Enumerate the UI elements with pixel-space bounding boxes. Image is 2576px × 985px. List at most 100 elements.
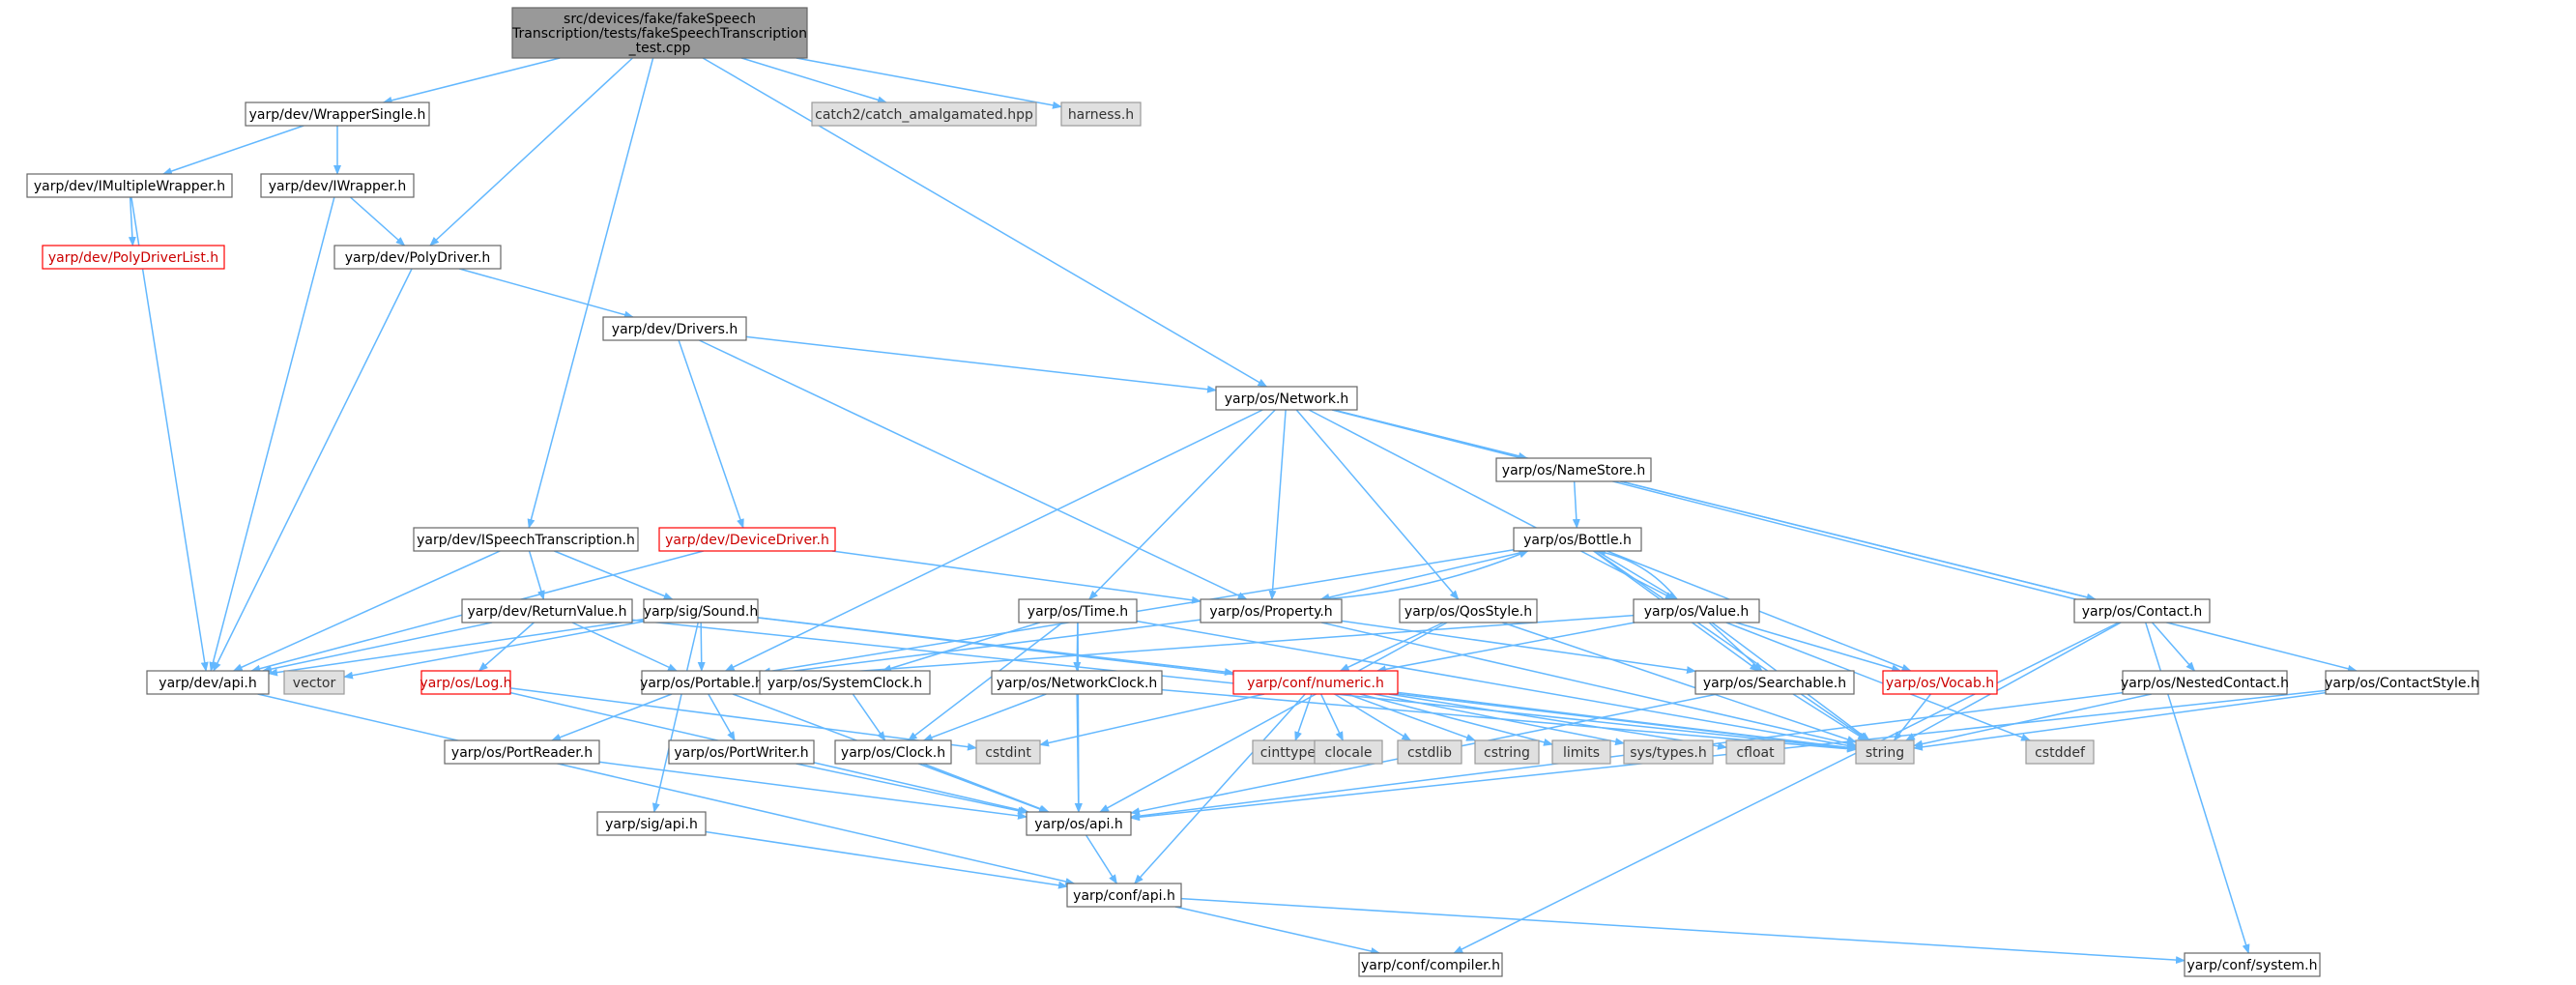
node-value[interactable]: yarp/os/Value.h	[1633, 598, 1760, 623]
node-label: cstdint	[985, 745, 1031, 761]
edge-numeric-to-cinttypes	[1294, 693, 1313, 741]
node-label: clocale	[1325, 745, 1373, 761]
node-label: yarp/os/Vocab.h	[1886, 676, 1994, 691]
node-box	[1623, 739, 1714, 765]
edge-network-to-portable	[724, 409, 1263, 672]
node-contact[interactable]: yarp/os/Contact.h	[2073, 598, 2211, 623]
edge-bottle-to-property	[1319, 550, 1528, 601]
edge-bottle-to-portable	[761, 549, 1515, 676]
edge-clock-to-osapi	[922, 763, 1050, 813]
node-imultiplewrapper[interactable]: yarp/dev/IMultipleWrapper.h	[26, 173, 233, 198]
node-box	[1200, 598, 1343, 623]
node-bottle[interactable]: yarp/os/Bottle.h	[1513, 527, 1642, 552]
node-portable[interactable]: yarp/os/Portable.h	[640, 670, 764, 695]
edge-sigapi-to-confapi	[705, 830, 1068, 889]
node-nestedcontact[interactable]: yarp/os/NestedContact.h	[2121, 670, 2289, 695]
node-string: string	[1855, 739, 1915, 765]
node-box	[461, 598, 633, 623]
node-iwrapper[interactable]: yarp/dev/IWrapper.h	[260, 173, 415, 198]
node-label: Transcription/tests/fakeSpeechTranscript…	[511, 26, 807, 42]
node-label: yarp/os/Time.h	[1028, 604, 1128, 620]
edge-network-to-time	[1088, 409, 1276, 600]
node-label: yarp/os/api.h	[1034, 817, 1122, 832]
node-ispeech[interactable]: yarp/dev/ISpeechTranscription.h	[413, 527, 639, 552]
edge-portwriter-to-osapi	[796, 763, 1028, 815]
node-property[interactable]: yarp/os/Property.h	[1200, 598, 1343, 623]
node-clock[interactable]: yarp/os/Clock.h	[834, 739, 952, 765]
edge-iwrapper-to-devapi	[209, 196, 335, 672]
node-label: sys/types.h	[1630, 745, 1706, 761]
node-log[interactable]: yarp/os/Log.h	[420, 670, 512, 695]
node-returnvalue[interactable]: yarp/dev/ReturnValue.h	[461, 598, 633, 623]
node-devapi[interactable]: yarp/dev/api.h	[146, 670, 270, 695]
node-label: yarp/os/NetworkClock.h	[997, 676, 1158, 691]
node-contactstyle[interactable]: yarp/os/ContactStyle.h	[2325, 670, 2479, 695]
node-cstddef: cstddef	[2025, 739, 2095, 765]
edge-numeric-to-clocale	[1319, 693, 1345, 741]
node-network[interactable]: yarp/os/Network.h	[1215, 386, 1358, 411]
node-vocab[interactable]: yarp/os/Vocab.h	[1882, 670, 1998, 695]
node-label: yarp/os/Property.h	[1209, 604, 1332, 620]
node-box	[413, 527, 639, 552]
node-label: yarp/conf/system.h	[2187, 958, 2318, 973]
edge-sound-to-devapi	[268, 618, 645, 677]
edge-nestedcontact-to-string	[1913, 693, 2152, 748]
node-qosstyle[interactable]: yarp/os/QosStyle.h	[1399, 598, 1538, 623]
edge-drivers-to-network	[745, 335, 1217, 393]
node-box	[641, 670, 763, 695]
node-box	[245, 101, 430, 127]
node-sound[interactable]: yarp/sig/Sound.h	[643, 598, 759, 623]
edge-time-to-systemclock	[882, 622, 1041, 673]
node-sigapi[interactable]: yarp/sig/api.h	[596, 811, 707, 836]
node-systemclock[interactable]: yarp/os/SystemClock.h	[759, 670, 931, 695]
node-label: yarp/os/SystemClock.h	[767, 676, 922, 691]
edge-log-to-cstdint	[509, 687, 977, 751]
node-cstdlib: cstdlib	[1397, 739, 1462, 765]
edge-drivers-to-property	[699, 339, 1248, 600]
node-label: yarp/os/PortWriter.h	[674, 745, 808, 761]
node-polydriverlist[interactable]: yarp/dev/PolyDriverList.h	[42, 245, 225, 270]
node-devicedriver[interactable]: yarp/dev/DeviceDriver.h	[658, 527, 836, 552]
node-harness: harness.h	[1060, 101, 1142, 127]
edge-devicedriver-to-property	[831, 550, 1201, 604]
node-namestore[interactable]: yarp/os/NameStore.h	[1495, 457, 1652, 482]
node-portwriter[interactable]: yarp/os/PortWriter.h	[668, 739, 815, 765]
node-time[interactable]: yarp/os/Time.h	[1018, 598, 1138, 623]
node-root[interactable]: src/devices/fake/fakeSpeechTranscription…	[511, 7, 808, 59]
node-portreader[interactable]: yarp/os/PortReader.h	[444, 739, 600, 765]
node-compiler[interactable]: yarp/conf/compiler.h	[1358, 952, 1503, 977]
node-label: yarp/os/NestedContact.h	[2121, 676, 2289, 691]
node-wrappersingle[interactable]: yarp/dev/WrapperSingle.h	[245, 101, 430, 127]
node-box	[1060, 101, 1142, 127]
edge-returnvalue-to-devapi	[261, 622, 493, 674]
node-numeric[interactable]: yarp/conf/numeric.h	[1232, 670, 1399, 695]
node-box	[511, 7, 808, 59]
node-label: cinttypes	[1260, 745, 1323, 761]
node-networkclock[interactable]: yarp/os/NetworkClock.h	[991, 670, 1163, 695]
node-drivers[interactable]: yarp/dev/Drivers.h	[602, 316, 747, 341]
node-limits: limits	[1551, 739, 1611, 765]
node-label: yarp/dev/WrapperSingle.h	[249, 107, 426, 123]
edge-drivers-to-devicedriver	[678, 339, 744, 529]
edge-value-to-cstddef	[1725, 622, 2032, 741]
node-polydriver[interactable]: yarp/dev/PolyDriver.h	[333, 245, 502, 270]
edge-namestore-to-contact	[1620, 480, 2097, 601]
node-box	[1882, 670, 1998, 695]
node-system[interactable]: yarp/conf/system.h	[2184, 952, 2321, 977]
node-label: yarp/sig/Sound.h	[644, 604, 758, 620]
edge-property-to-bottle	[1320, 550, 1529, 600]
node-label: cfloat	[1736, 745, 1775, 761]
edge-networkclock-to-string	[1161, 688, 1857, 753]
node-confapi[interactable]: yarp/conf/api.h	[1066, 883, 1182, 908]
edge-root-to-network	[702, 57, 1268, 388]
edge-value-to-searchable	[1708, 622, 1763, 672]
node-box	[283, 670, 345, 695]
node-cfloat: cfloat	[1725, 739, 1785, 765]
edge-network-to-contactstyle	[1331, 409, 2358, 673]
node-label: yarp/os/ContactStyle.h	[2325, 676, 2479, 691]
node-searchable[interactable]: yarp/os/Searchable.h	[1694, 670, 1855, 695]
node-cstring: cstring	[1474, 739, 1540, 765]
node-osapi[interactable]: yarp/os/api.h	[1026, 811, 1132, 836]
node-label: yarp/dev/DeviceDriver.h	[665, 533, 829, 548]
